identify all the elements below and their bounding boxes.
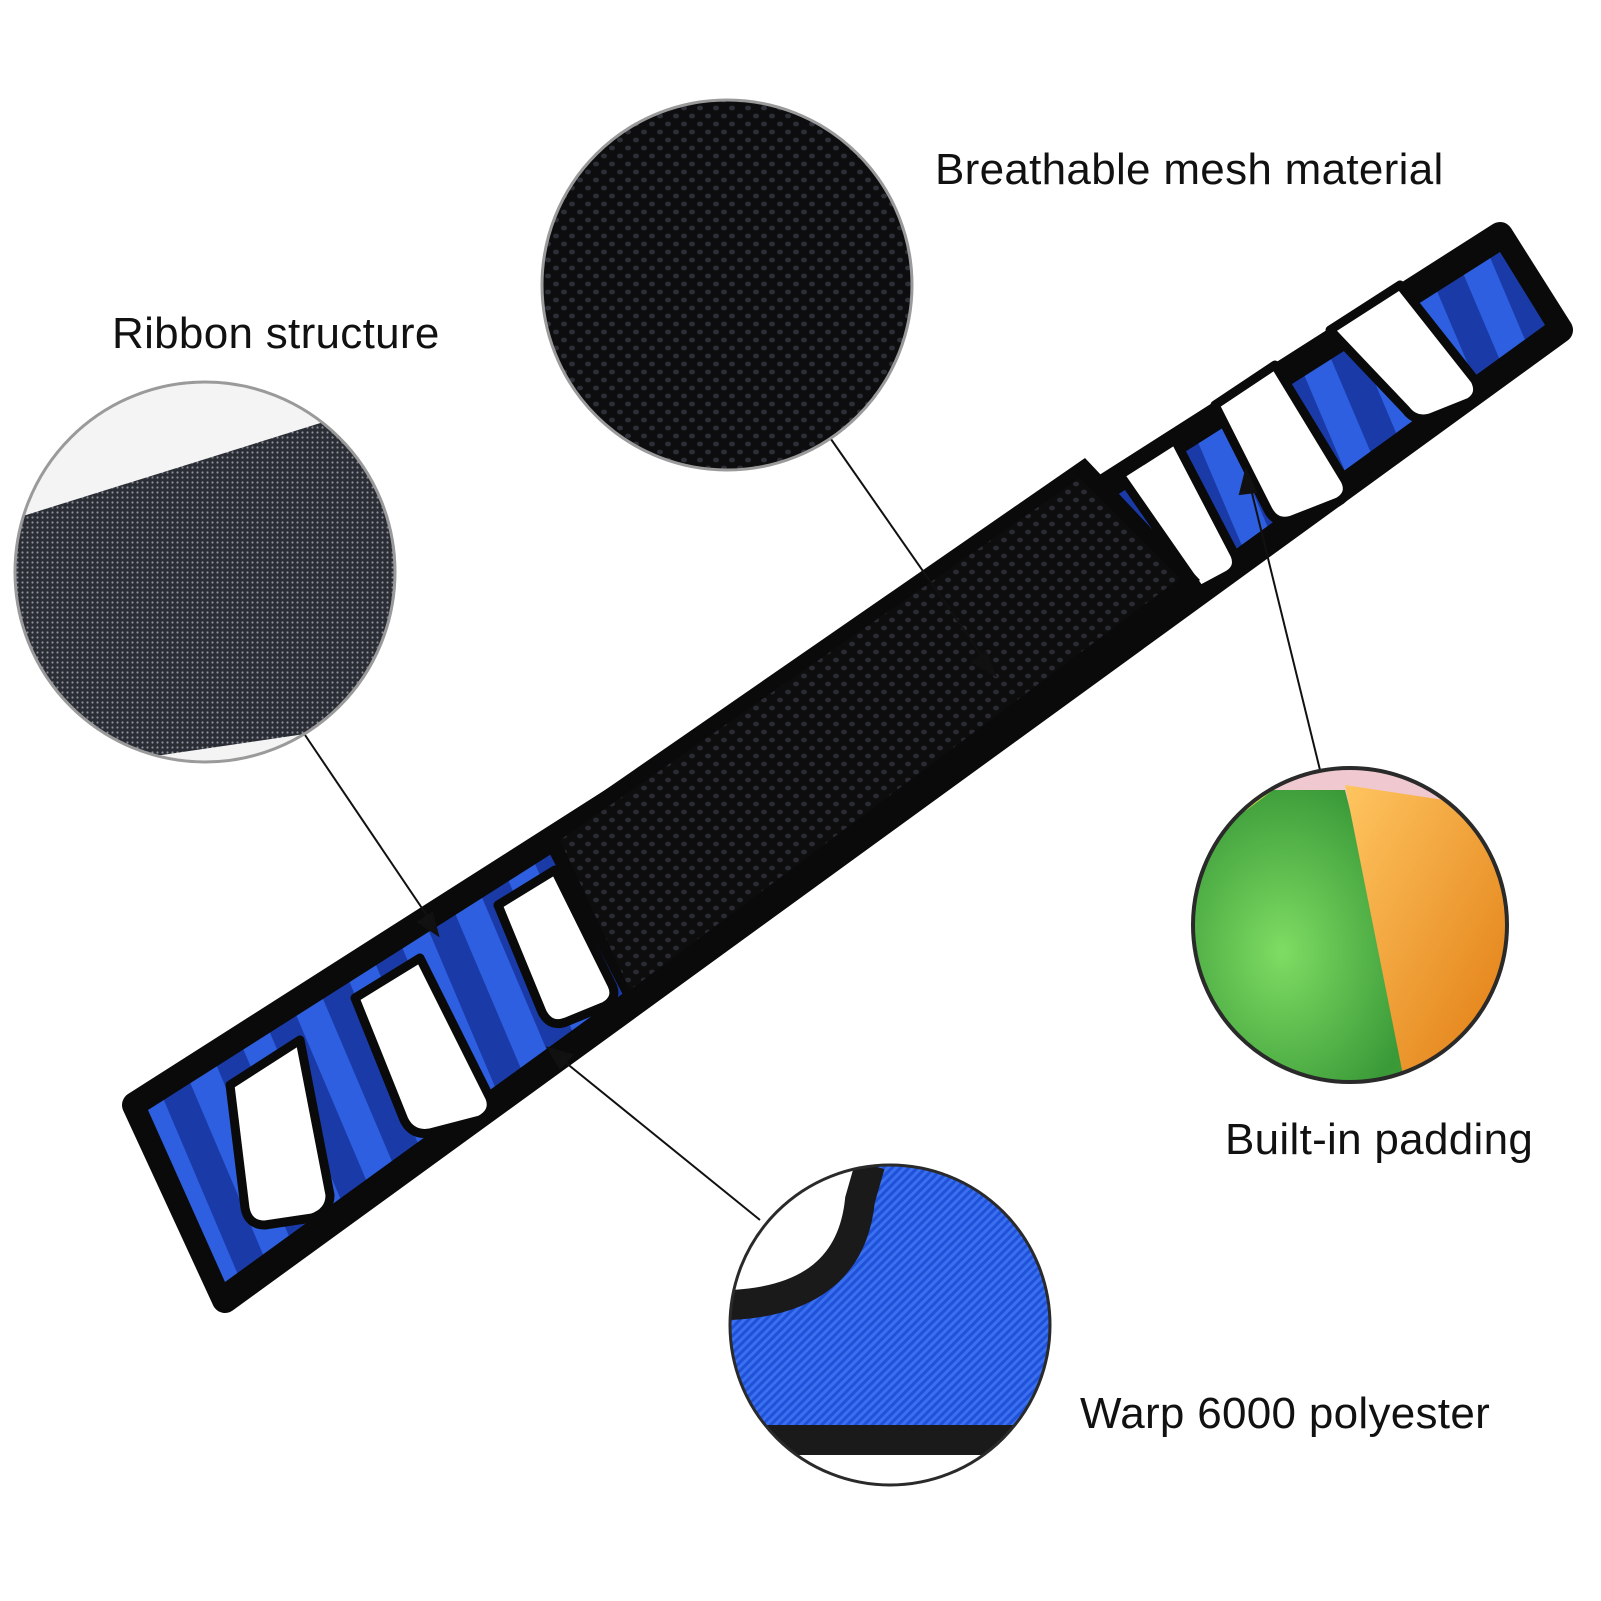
pointer-ribbon	[304, 734, 431, 921]
handle-hole	[350, 953, 496, 1138]
belt-handles-left	[225, 865, 619, 1230]
handle-hole	[225, 1035, 335, 1230]
callout-label-built-in-padding: Built-in padding	[1225, 1115, 1534, 1164]
arrowhead-ribbon	[416, 911, 440, 938]
belt-handles-right	[1115, 280, 1483, 595]
handle-hole	[1115, 435, 1241, 595]
pointer-weave	[559, 1057, 761, 1221]
callout-label-ribbon-structure: Ribbon structure	[112, 309, 440, 358]
mesh-texture-circle	[540, 98, 914, 472]
arrowhead-weave	[545, 1046, 574, 1070]
handle-hole	[1210, 360, 1352, 526]
arrowhead-padding	[1238, 466, 1258, 496]
handle-hole	[1325, 280, 1483, 424]
belt-mesh-inner	[560, 478, 1180, 990]
transfer-belt	[122, 222, 1573, 1313]
ribbon-texture-circle	[13, 380, 397, 764]
handle-hole	[493, 865, 619, 1029]
arrowhead-mesh	[970, 650, 997, 678]
callout-label-breathable-mesh: Breathable mesh material	[935, 145, 1444, 194]
callout-label-warp-polyester: Warp 6000 polyester	[1080, 1389, 1491, 1438]
pointer-padding	[1249, 484, 1321, 771]
foam-padding-circle	[1191, 766, 1509, 1084]
polyester-weave-circle	[728, 1163, 1052, 1487]
pointer-mesh	[825, 431, 986, 661]
callout-pointers	[304, 431, 1321, 1221]
